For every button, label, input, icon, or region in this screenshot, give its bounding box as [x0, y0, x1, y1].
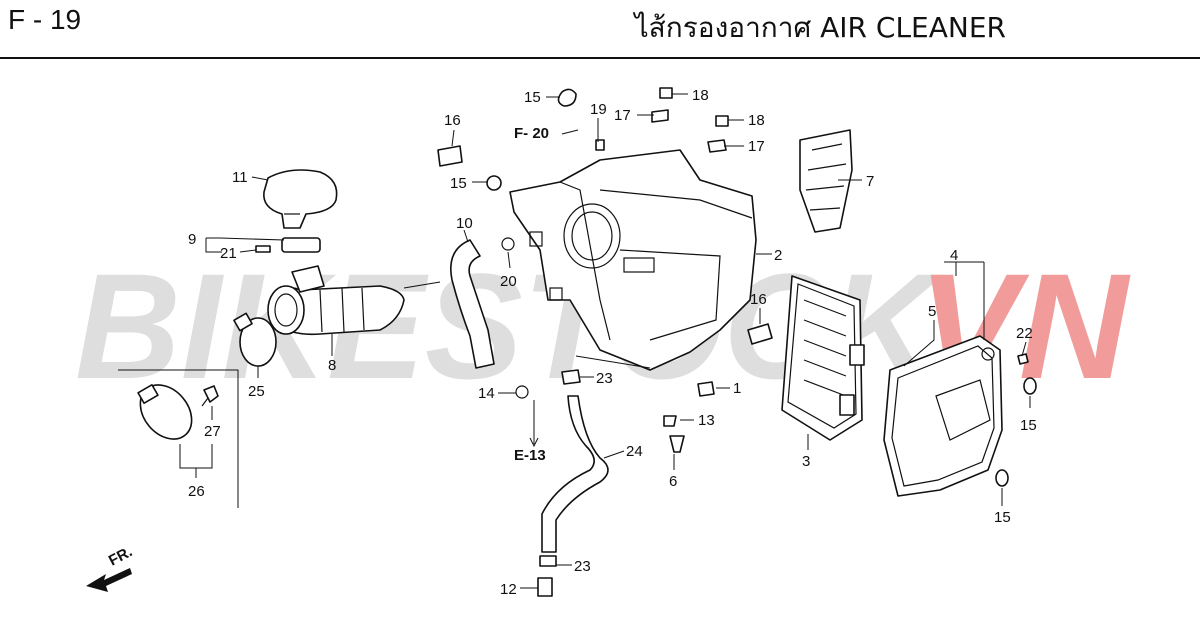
callout-18: 18 — [692, 87, 709, 104]
callouts: 15 19 17 18 18 17 16 15 11 7 10 9 21 20 … — [188, 87, 1037, 598]
ref-e13-arrow — [529, 400, 539, 448]
callout-19: 19 — [590, 101, 607, 118]
header-divider — [0, 57, 1200, 59]
callout-6: 6 — [669, 473, 677, 490]
callout-8: 8 — [328, 357, 336, 374]
callout-26: 26 — [188, 483, 205, 500]
part-8-connecting-tube — [267, 265, 405, 336]
ref-f20-arrow — [561, 129, 579, 135]
callout-14: 14 — [478, 385, 495, 402]
part-10-tube — [450, 239, 495, 369]
callout-9: 9 — [188, 231, 196, 248]
small-parts — [437, 87, 1037, 597]
callout-4: 4 — [950, 247, 958, 264]
part-7-funnel — [799, 129, 853, 233]
callout-20: 20 — [500, 273, 517, 290]
page-code: F - 19 — [8, 4, 82, 35]
part-9-clamp — [255, 237, 321, 253]
callout-12: 12 — [500, 581, 517, 598]
orientation-arrow: FR. — [86, 543, 135, 592]
callout-18: 18 — [748, 112, 765, 129]
part-20-clip — [501, 237, 515, 251]
ref-e13: E-13 — [514, 447, 546, 464]
callout-15: 15 — [524, 89, 541, 106]
callout-17: 17 — [748, 138, 765, 155]
callout-16: 16 — [750, 291, 767, 308]
callout-5: 5 — [928, 303, 936, 320]
callout-11: 11 — [232, 169, 248, 186]
callout-25: 25 — [248, 383, 265, 400]
part-2-case — [509, 149, 757, 371]
sub-assembly-frame — [118, 369, 239, 508]
orientation-label: FR. — [106, 543, 135, 569]
callout-16: 16 — [444, 112, 461, 129]
callout-27: 27 — [204, 423, 221, 440]
callout-23: 23 — [596, 370, 613, 387]
part-24-hose — [541, 395, 609, 553]
callout-17: 17 — [614, 107, 631, 124]
part-4-cover — [883, 335, 1003, 497]
part-3-element — [781, 275, 865, 441]
page-title: ไส้กรองอากาศ AIR CLEANER — [634, 11, 1006, 44]
callout-13: 13 — [698, 412, 715, 429]
part-26-band — [137, 384, 219, 440]
leader-lines — [179, 93, 1031, 589]
callout-23: 23 — [574, 558, 591, 575]
callout-10: 10 — [456, 215, 473, 232]
part-11-duct — [263, 169, 338, 229]
callout-3: 3 — [802, 453, 810, 470]
callout-21: 21 — [220, 245, 237, 262]
callout-7: 7 — [866, 173, 874, 190]
callout-1: 1 — [733, 380, 741, 397]
callout-24: 24 — [626, 443, 643, 460]
callout-15: 15 — [1020, 417, 1037, 434]
ref-f20: F- 20 — [514, 125, 549, 142]
callout-22: 22 — [1016, 325, 1033, 342]
callout-15: 15 — [994, 509, 1011, 526]
callout-15: 15 — [450, 175, 467, 192]
callout-2: 2 — [774, 247, 782, 264]
